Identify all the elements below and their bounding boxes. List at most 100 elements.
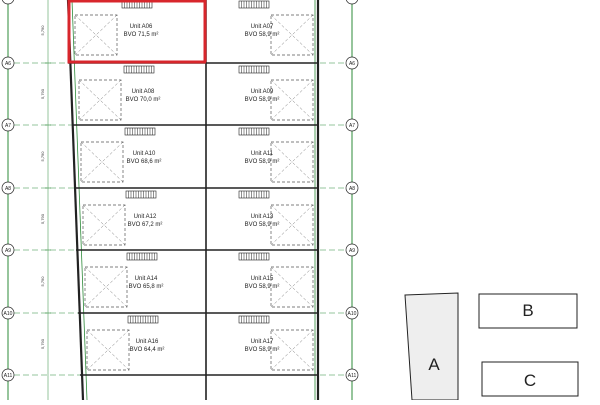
grid-bubble-circle xyxy=(1,368,15,382)
grid-bubble-circle xyxy=(1,118,15,132)
building-label: C xyxy=(524,371,536,390)
grid-bubble-circle xyxy=(1,243,15,257)
key-plan-building-c[interactable]: C xyxy=(481,361,579,397)
grid-bubble-A6-right: A6 xyxy=(345,56,359,70)
unit-name-label: Unit A15 xyxy=(251,276,274,282)
building-label: B xyxy=(522,301,533,320)
key-plan: A B C xyxy=(404,292,579,401)
grid-bubble-circle xyxy=(1,306,15,320)
unit-area-label: BVO 65,8 m² xyxy=(129,284,164,290)
building-outline[interactable] xyxy=(478,293,578,329)
west-facade-inner xyxy=(71,0,88,401)
grid-bubble-A9-left: A9 xyxy=(1,243,15,257)
grid-bubble-circle xyxy=(345,118,359,132)
shaft-outline xyxy=(270,266,314,308)
grid-bubble-label: A9 xyxy=(5,248,11,254)
grid-bubble-A5-right: A5 xyxy=(345,0,359,5)
unit-area-label: BVO 67,2 m² xyxy=(128,222,163,228)
grid-bubble-circle xyxy=(345,368,359,382)
shaft-outline xyxy=(270,329,314,371)
grid-bubble-label: A6 xyxy=(5,61,11,67)
grid-bubble-label: A11 xyxy=(348,373,357,379)
grid-bubble-label: A7 xyxy=(5,123,11,129)
dimension-label: 5,790 xyxy=(40,338,45,349)
unit-area-label: BVO 58,9 m² xyxy=(245,284,280,290)
dimension-label: 5,790 xyxy=(40,151,45,162)
unit-area-label: BVO 58,9 m² xyxy=(245,32,280,38)
window-grille xyxy=(238,252,270,261)
shaft-box xyxy=(270,266,314,308)
shaft-box xyxy=(270,14,314,56)
shaft-outline xyxy=(270,204,314,246)
window-grille xyxy=(238,190,270,199)
grid-bubble-label: A10 xyxy=(348,311,357,317)
shaft-box xyxy=(80,141,124,183)
window-grille xyxy=(127,315,159,324)
grid-bubble-A8-left: A8 xyxy=(1,181,15,195)
window-grille xyxy=(126,252,158,261)
grid-lines: A5A55,790A6A65,790A7A75,790A8A85,790A9A9… xyxy=(1,0,359,400)
grid-bubble-circle xyxy=(345,243,359,257)
window-grille xyxy=(238,127,270,136)
dimension-label: 5,790 xyxy=(40,213,45,224)
shaft-box xyxy=(86,329,130,371)
unit-name-label: Unit A12 xyxy=(134,214,157,220)
shaft-box xyxy=(74,14,118,56)
unit-name-label: Unit A07 xyxy=(251,24,274,30)
building-outline[interactable] xyxy=(404,292,459,401)
shaft-box xyxy=(270,329,314,371)
key-plan-building-b[interactable]: B xyxy=(478,293,578,329)
unit-area-label: BVO 58,9 m² xyxy=(245,97,280,103)
grid-bubble-A7-left: A7 xyxy=(1,118,15,132)
grid-bubble-circle xyxy=(345,181,359,195)
building-outline[interactable] xyxy=(481,361,579,397)
shaft-outline xyxy=(86,329,130,371)
dimension-label: 5,790 xyxy=(40,88,45,99)
shaft-outline xyxy=(84,266,128,308)
unit-name-label: Unit A17 xyxy=(251,339,274,345)
grid-bubble-label: A6 xyxy=(349,61,355,67)
window-grille xyxy=(125,190,157,199)
unit-name-label: Unit A08 xyxy=(132,89,155,95)
shaft-box xyxy=(270,141,314,183)
shaft-outline xyxy=(270,79,314,121)
unit-hit-area[interactable] xyxy=(70,0,204,62)
dimension-label: 5,790 xyxy=(40,276,45,287)
shaft-outline xyxy=(78,79,122,121)
shaft-box xyxy=(84,266,128,308)
grid-bubble-A8-right: A8 xyxy=(345,181,359,195)
unit-name-label: Unit A14 xyxy=(135,276,158,282)
unit-name-label: Unit A09 xyxy=(251,89,274,95)
shaft-outline xyxy=(270,14,314,56)
grid-bubble-label: A10 xyxy=(4,311,13,317)
shaft-outline xyxy=(74,14,118,56)
grid-bubble-circle xyxy=(1,56,15,70)
unit-area-label: BVO 58,9 m² xyxy=(245,347,280,353)
window-grille xyxy=(238,315,270,324)
grid-bubble-label: A9 xyxy=(349,248,355,254)
shaft-outline xyxy=(80,141,124,183)
grid-bubble-label: A8 xyxy=(5,186,11,192)
dimension-label: 5,790 xyxy=(40,25,45,36)
unit-hit-area[interactable] xyxy=(208,0,316,62)
grid-bubble-A10-right: A10 xyxy=(345,306,359,320)
key-plan-building-a[interactable]: A xyxy=(404,292,459,401)
unit-name-label: Unit A11 xyxy=(251,151,274,157)
unit-area-label: BVO 58,9 m² xyxy=(245,222,280,228)
grid-bubble-A5-left: A5 xyxy=(1,0,15,5)
shaft-box xyxy=(270,79,314,121)
